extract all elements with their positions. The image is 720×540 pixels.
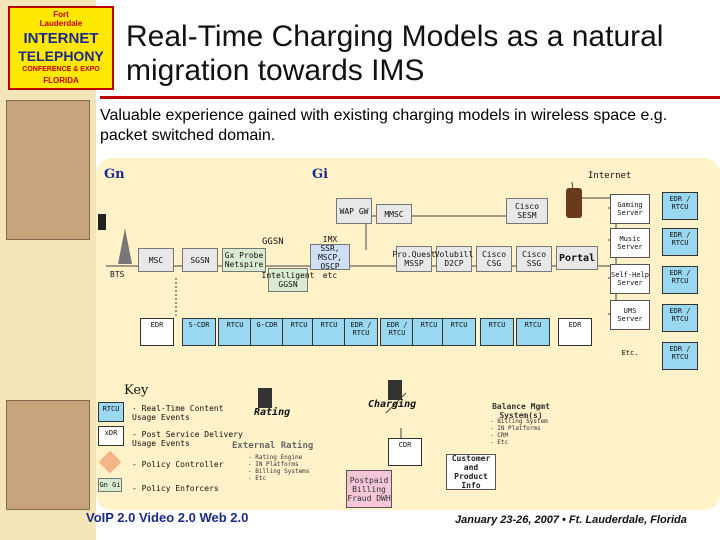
charging-server-icon [388,380,402,400]
xdr-key-icon: xDR [98,426,124,446]
title-bar [0,0,720,96]
logo-text: Fort [53,10,69,19]
edr-record: EDR [558,318,592,346]
rating-server-icon [258,388,272,408]
left-photo-strip [0,0,96,540]
edr-rtcu-record: EDR / RTCU [662,192,698,220]
probe-node: Gx Probe Netspire [222,248,266,272]
key-item: - Policy Controller [132,460,224,469]
footer-left: VoIP 2.0 Video 2.0 Web 2.0 [86,510,249,525]
woman-photo-top [6,100,90,240]
key-title: Key [124,383,149,398]
edr-rtcu-record: EDR / RTCU [380,318,414,346]
conference-logo: Fort Lauderdale INTERNET TELEPHONY CONFE… [8,6,114,90]
mmsc-node: MMSC [376,204,412,224]
external-rating-label: External Rating [232,441,314,451]
rtcu-record: RTCU [480,318,514,346]
edr-rtcu-record: EDR / RTCU [662,266,698,294]
logo-text: CONFERENCE & EXPO [22,66,100,73]
g-cdr-record: G-CDR [250,318,284,346]
rating-list-item: - IN Platforms [248,461,299,468]
logo-text: Lauderdale [39,19,83,28]
cdr-record: CDR [388,438,422,466]
key-item: - Real-Time Content Usage Events [132,404,224,422]
bullet-text: Valuable experience gained with existing… [100,106,700,146]
sgsn-node: SGSN [182,248,218,272]
rtcu-record: RTCU [516,318,550,346]
charging-label: Charging [368,399,417,410]
rating-list-item: - Etc [248,475,267,482]
balance-list: - Billing System - IN Platforms - CRM - … [490,418,560,446]
gaming-server: Gaming Server [610,194,650,224]
internet-label: Internet [588,171,632,181]
balance-list-item: - IN Platforms [490,425,541,432]
edr-rtcu-record: EDR / RTCU [344,318,378,346]
postpaid-box: Postpaid Billing Fraud DWH [346,470,392,508]
edr-rtcu-record: EDR / RTCU [662,342,698,370]
cisco-csg-node: Cisco CSG [476,246,512,272]
music-server: Music Server [610,228,650,258]
cisco-sesm-node: Cisco SESM [506,198,548,224]
title-divider [100,96,720,99]
gn-label: Gn [104,167,125,182]
key-item: - Policy Enforcers [132,484,219,493]
rtcu-record: RTCU [282,318,316,346]
edr-rtcu-record: EDR / RTCU [662,228,698,256]
rtcu-record: RTCU [412,318,446,346]
bts-label: BTS [110,270,125,279]
footer-date: January 23-26, 2007 • Ft. Lauderdale, Fl… [455,514,687,526]
logo-text: INTERNET [23,30,99,47]
pro-quest-node: Pro.Quest MSSP [392,246,436,272]
rating-list: - Rating Engine - IN Platforms - Billing… [248,454,318,482]
edr-rtcu-record: EDR / RTCU [662,304,698,332]
s-cdr-record: S-CDR [182,318,216,346]
rating-label: Rating [254,407,291,418]
slide-title: Real-Time Charging Models as a natural m… [126,20,664,87]
edr-record: EDR [140,318,174,346]
ums-server: UMS Server [610,300,650,330]
volubill-node: Volubill D2CP [435,246,473,272]
tower-icon [118,228,132,264]
balance-list-item: - CRM [490,432,509,439]
rtcu-record: RTCU [312,318,346,346]
self-help-server: Self-Help Server [610,264,650,294]
balance-list-item: - Billing System [490,418,548,425]
woman-photo-bottom [6,400,90,510]
rating-list-item: - Rating Engine [248,454,303,461]
phone-icon [98,214,106,230]
ggsn-label: GGSN [262,237,284,247]
balance-label: Balance Mgmt System(s) [492,402,550,420]
balance-list-item: - Etc [490,439,509,446]
wap-gw-node: WAP GW [336,198,372,224]
customer-info-box: Customer and Product Info [446,454,496,490]
msc-node: MSC [138,248,174,272]
portal-node: Portal [556,246,598,270]
rtcu-record: RTCU [218,318,252,346]
firewall-icon [566,188,582,218]
etc-server: Etc. [621,349,639,357]
intelligent-ggsn-node: Intelligent GGSN [262,268,315,292]
imx-node: IMX SSR, MSCP, OSCP etc [310,235,350,280]
rtcu-record: RTCU [442,318,476,346]
bullet-line: Valuable experience gained with existing… [100,107,668,144]
logo-text: FLORIDA [43,76,79,85]
policy-enforcer-icon: Gn Gi [98,478,122,492]
rating-list-item: - Billing Systems [248,468,310,475]
gi-label: Gi [312,167,329,182]
logo-text: TELEPHONY [18,48,104,64]
rtcu-key-icon: RTCU [98,402,124,422]
cisco-ssg-node: Cisco SSG [516,246,552,272]
diagram-area: Gn Gi Internet BTS MSC SGSN Gx Probe Net… [96,158,720,510]
key-item: - Post Service Delivery Usage Events [132,430,243,448]
